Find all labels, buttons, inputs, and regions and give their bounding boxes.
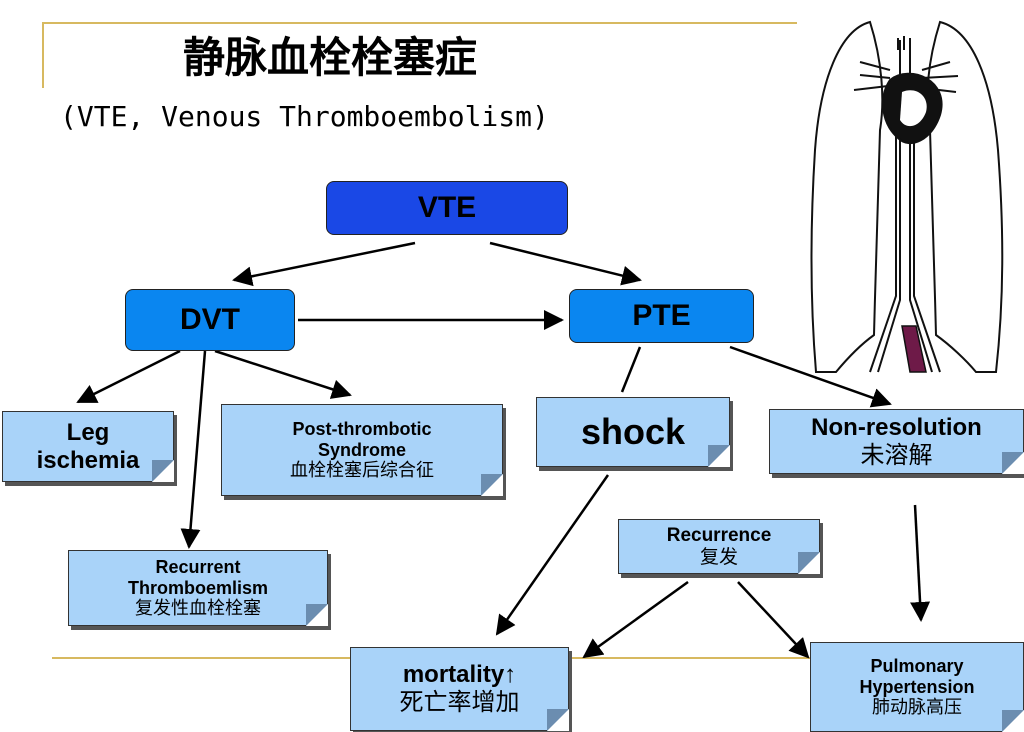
note-pulmonary-hypertension: Pulmonary Hypertension 肺动脉高压	[810, 642, 1024, 732]
ph-line-3: 肺动脉高压	[872, 697, 962, 718]
mortality-line-1: mortality↑	[402, 661, 517, 689]
recurrent-te-line-1: Recurrent	[155, 556, 241, 577]
leg-ischemia-line-2: ischemia	[36, 446, 140, 474]
recurrent-te-line-3: 复发性血栓栓塞	[135, 598, 261, 619]
recurrent-te-line-2: Thromboemlism	[127, 577, 269, 598]
ph-line-2: Hypertension	[859, 676, 975, 697]
node-pte: PTE	[569, 289, 754, 343]
note-leg-ischemia: Leg ischemia	[2, 411, 174, 482]
slide-subtitle: (VTE, Venous Thromboembolism)	[60, 100, 549, 133]
note-recurrent-thromboembolism: Recurrent Thromboemlism 复发性血栓栓塞	[68, 550, 328, 626]
non-resolution-line-1: Non-resolution	[811, 413, 982, 441]
mortality-line-2: 死亡率增加	[399, 689, 520, 716]
pts-line-1: Post-thrombotic	[292, 418, 432, 439]
note-shock: shock	[536, 397, 730, 467]
note-recurrence: Recurrence 复发	[618, 519, 820, 574]
decorative-top-line	[42, 22, 797, 24]
note-mortality: mortality↑ 死亡率增加	[350, 647, 569, 731]
note-post-thrombotic-syndrome: Post-thrombotic Syndrome 血栓栓塞后综合征	[221, 404, 503, 496]
lung-heart-illustration	[810, 20, 1004, 373]
decorative-left-bar	[42, 22, 44, 88]
pts-line-3: 血栓栓塞后综合征	[290, 460, 434, 481]
recurrence-line-2: 复发	[699, 546, 738, 568]
pts-line-2: Syndrome	[317, 439, 407, 460]
note-non-resolution: Non-resolution 未溶解	[769, 409, 1024, 474]
node-vte: VTE	[326, 181, 568, 235]
non-resolution-line-2: 未溶解	[860, 441, 933, 469]
leg-ischemia-line-1: Leg	[66, 418, 110, 446]
ph-line-1: Pulmonary	[870, 655, 964, 676]
shock-label: shock	[580, 411, 686, 453]
recurrence-line-1: Recurrence	[666, 524, 772, 546]
node-dvt: DVT	[125, 289, 295, 351]
slide-title: 静脉血栓栓塞症	[182, 33, 477, 82]
